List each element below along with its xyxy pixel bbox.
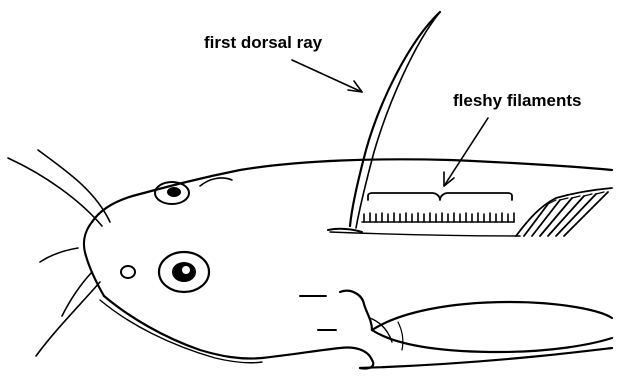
upper-barbel-left (8, 158, 102, 226)
fleshy-filaments (362, 213, 514, 222)
pectoral-fin (372, 302, 612, 330)
lip-line (100, 300, 262, 363)
lateral-line (330, 232, 520, 236)
nostril (121, 266, 135, 278)
lower-barbel-short (40, 248, 78, 262)
lower-jaw (104, 296, 262, 359)
body-outline (84, 159, 612, 368)
lower-barbel-long (36, 282, 100, 356)
eye-highlight (182, 266, 190, 274)
filament-bracket (368, 193, 512, 200)
bracket-line (368, 193, 512, 200)
upper-barbel-right (38, 150, 110, 222)
pectoral-fin-lower (372, 330, 612, 352)
opercular-flap (340, 291, 372, 330)
dorsal-ray (328, 12, 440, 232)
label-fleshy-filaments: fleshy filaments (453, 92, 582, 109)
arrow-fleshy-line (444, 118, 488, 186)
second-dorsal-fin (516, 188, 612, 236)
filament-comb (364, 213, 514, 222)
lower-barbel-mid (62, 272, 92, 316)
annotation-arrows (292, 60, 488, 186)
barbels (8, 150, 110, 356)
head-bump (200, 178, 232, 186)
top-eye-pupil (167, 187, 181, 197)
snout (84, 222, 104, 296)
label-first-dorsal-ray: first dorsal ray (204, 34, 322, 51)
arrow-dorsal-line (292, 60, 362, 92)
gill-slit (398, 322, 403, 350)
operculum (262, 348, 373, 369)
